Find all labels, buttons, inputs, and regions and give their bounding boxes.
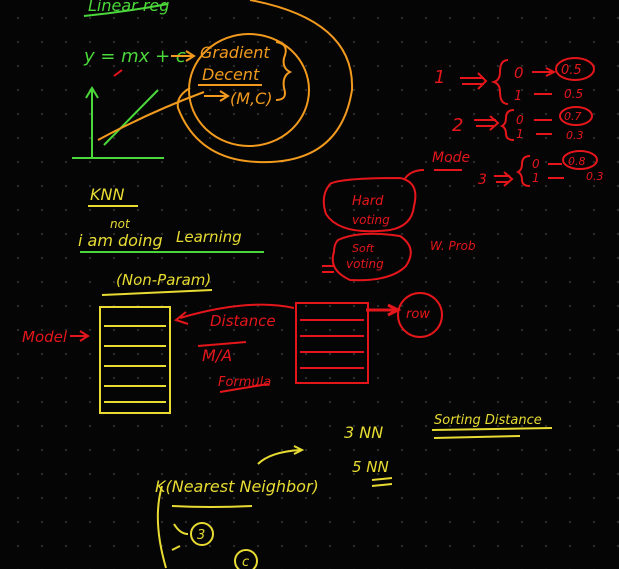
tick-mark [113, 69, 123, 77]
row2-item1: 1 [516, 127, 524, 141]
row2-brace [499, 109, 515, 141]
row2-arrows [534, 119, 552, 135]
five-nn: 5 NN [352, 458, 389, 476]
knn-title: KNN [90, 185, 124, 204]
row3-item0: 0 [532, 157, 540, 171]
gradient-circle [188, 33, 310, 147]
row3-arrows [548, 163, 564, 179]
c-value: c [242, 555, 249, 569]
arrow-to-gradient [171, 50, 196, 62]
not-word: not [110, 217, 131, 231]
soft-word: Soft [352, 242, 375, 255]
graph-axes [72, 86, 164, 159]
gradient-brace [275, 41, 293, 101]
fitted-line [97, 91, 205, 141]
row-circle [397, 292, 443, 338]
k-bracket [156, 485, 167, 569]
row2-item0: 0 [516, 113, 524, 127]
k-nearest-neighbor: K(Nearest Neighbor) [155, 477, 319, 496]
mia-underline [197, 341, 247, 347]
k-arrow [257, 445, 305, 465]
row3-arrow [494, 171, 514, 187]
row1-brace [490, 59, 509, 105]
k-dash [171, 545, 181, 551]
row2-value1: 0.3 [566, 129, 584, 142]
arrow-to-row [366, 303, 402, 317]
row3-value0: 0.8 [568, 155, 586, 168]
query-table-rows [300, 319, 364, 369]
k-tick [173, 523, 189, 535]
row3-value1: 0.3 [586, 170, 604, 183]
row1-arrows [532, 67, 557, 95]
row1-arrow [460, 72, 488, 90]
hard-word: Hard [352, 194, 384, 209]
model-arrow [70, 330, 90, 342]
row2-value0: 0.7 [564, 110, 582, 123]
phrase-part1: i am doing [78, 231, 163, 250]
model-table-rows [104, 325, 166, 403]
row1-value1: 0.5 [564, 87, 583, 101]
regression-line [103, 89, 159, 146]
sorting-underline [431, 427, 553, 439]
mode-label: Mode [432, 150, 470, 166]
distance-word: Distance [210, 312, 276, 330]
k-value-circle [190, 522, 214, 546]
row1-value-circle [555, 57, 595, 81]
row3-item1: 1 [532, 171, 540, 185]
phrase-part2: Learning [176, 228, 242, 246]
row2-label: 2 [452, 115, 463, 136]
k-value: 3 [197, 528, 205, 543]
heading-underline [83, 3, 169, 17]
row1-item0: 0 [514, 64, 524, 82]
row2-arrow [474, 115, 500, 131]
three-nn: 3 NN [344, 423, 383, 442]
row3-brace [515, 155, 531, 187]
decent-word: Decent [202, 65, 260, 84]
arrow-to-model [173, 303, 295, 325]
soft-equals [322, 265, 334, 273]
arrow-to-params [204, 90, 230, 102]
soft-voting-bubble [331, 232, 412, 282]
row1-value0: 0.5 [561, 63, 582, 78]
hard-voting-word: voting [352, 213, 390, 227]
soft-voting-word: voting [346, 257, 384, 271]
five-nn-underline [371, 477, 393, 487]
mode-connector [403, 169, 425, 181]
row3-label: 3 [478, 172, 487, 188]
hard-voting-bubble [322, 176, 417, 233]
row-word: row [406, 307, 430, 322]
gradient-params: (M,C) [230, 89, 273, 108]
row1-label: 1 [434, 67, 445, 88]
model-label: Model [22, 328, 68, 346]
linear-reg-heading: Linear reg [88, 0, 169, 15]
sorting-distance: Sorting Distance [434, 413, 542, 428]
row2-value-circle [559, 106, 593, 126]
row1-item1: 1 [514, 89, 522, 104]
non-param-underline [101, 289, 213, 296]
linear-equation: y = mx + c [83, 46, 186, 67]
k-underline [171, 505, 253, 508]
big-orange-circle [176, 0, 354, 164]
query-table [295, 302, 369, 384]
c-value-circle [234, 549, 258, 569]
prob-label: W. Prob [430, 239, 476, 253]
mia-word: M/A [202, 346, 232, 365]
model-table [99, 306, 171, 414]
non-param-label: (Non-Param) [116, 271, 211, 289]
gradient-word: Gradient [200, 43, 270, 62]
formula-underline [219, 383, 269, 393]
row3-value-circle [562, 150, 598, 170]
